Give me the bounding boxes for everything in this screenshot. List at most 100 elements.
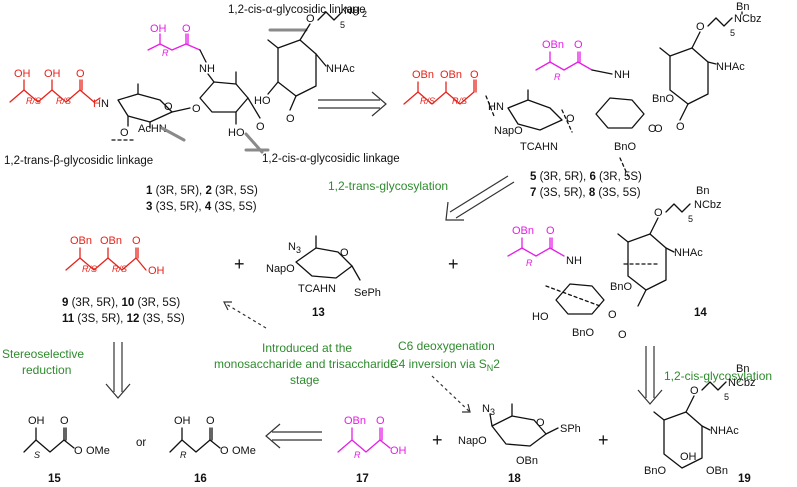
- three-subscript: 3: [490, 407, 495, 417]
- red-chain-bond: [403, 91, 475, 105]
- magenta-chain-bond: [147, 43, 201, 51]
- compound-number-16: 16: [194, 473, 207, 485]
- amide-bond: [199, 49, 207, 63]
- tcahn-label: TCAHN: [520, 141, 558, 153]
- amide-bond: [591, 69, 613, 75]
- ncbz-label: NCbz: [734, 13, 762, 25]
- napo-label: NapO: [266, 263, 295, 275]
- protected-trisaccharide-5-8: OBn OBn O R/S R/S H N NapO TCAHN O OBn O…: [403, 1, 762, 199]
- o-label: O: [470, 69, 479, 81]
- dashed-pointer-head: [223, 301, 232, 311]
- oh-label: OH: [174, 415, 191, 427]
- compound-number-18: 18: [508, 473, 521, 485]
- plus-sign: +: [234, 254, 245, 274]
- red-chain-bond: [9, 89, 95, 103]
- oh-label: OH: [680, 451, 697, 463]
- nhac-bond: [315, 53, 327, 67]
- linker-bond: [317, 11, 343, 21]
- o-label: O: [74, 445, 83, 457]
- o-label: O: [376, 415, 385, 427]
- azide-label: N: [288, 241, 296, 253]
- o-label: O: [574, 39, 583, 51]
- obn-label: OBn: [542, 39, 564, 51]
- seph-label: SePh: [354, 287, 381, 299]
- glyco-bond: [171, 107, 191, 113]
- oh-label: OH: [390, 445, 407, 457]
- s-bond: [545, 427, 559, 435]
- compound-number-15: 15: [48, 473, 61, 485]
- five-label: 5: [730, 28, 735, 38]
- glyco-bond: [247, 97, 261, 119]
- ester-bond: [63, 439, 75, 449]
- stereo-label: R/S: [420, 96, 435, 106]
- obn-label: OBn: [706, 465, 728, 477]
- linker-bond: [707, 17, 733, 27]
- obn-label: OBn: [516, 455, 538, 467]
- sph-label: SPh: [560, 423, 581, 435]
- note-introduced-line1: Introduced at the: [262, 341, 352, 355]
- o-label: O: [696, 21, 705, 33]
- nhac-bond: [701, 425, 711, 431]
- ring-o-bond: [637, 289, 647, 307]
- red-chain-bond: [135, 257, 147, 271]
- o-label: O: [566, 113, 575, 125]
- thioglycoside-donor-18: N 3 O SPh NapO OBn 18: [458, 403, 581, 485]
- three-subscript: 3: [296, 245, 301, 255]
- o-label: O: [286, 113, 295, 125]
- h-label: H: [574, 255, 582, 267]
- dashed-pointer-head: [462, 403, 471, 413]
- n-bond: [207, 73, 215, 83]
- obn-label: OBn: [100, 235, 122, 247]
- plus-sign: +: [598, 430, 609, 450]
- o-bond: [685, 395, 695, 413]
- methyl-bond: [653, 411, 665, 421]
- stereo-label: R: [554, 72, 561, 82]
- nhac-label: NHAc: [674, 247, 703, 259]
- obn-label: OBn: [344, 415, 366, 427]
- ome-label: OMe: [86, 445, 110, 457]
- note-introduced-line3: stage: [290, 373, 320, 387]
- bno-label: BnO: [644, 465, 666, 477]
- ho-label: HO: [228, 127, 245, 139]
- bn-label: Bn: [736, 1, 749, 13]
- n-label: N: [496, 101, 504, 113]
- five-label: 5: [724, 392, 729, 402]
- stereo-label: R: [354, 450, 361, 460]
- obn-label: OBn: [440, 69, 462, 81]
- ring-o-bond: [679, 103, 689, 121]
- n-label: N: [101, 98, 109, 110]
- compound-list-5-6: 5 (3R, 5R), 6 (3R, 5S): [530, 171, 642, 183]
- compound-list-3-4: 3 (3S, 5R), 4 (3S, 5S): [146, 201, 257, 213]
- ring-o-bond: [289, 95, 297, 111]
- sugar-ring-middle: [199, 81, 249, 113]
- five-label: 5: [340, 20, 345, 30]
- stereo-label: R/S: [82, 264, 97, 274]
- plus-sign: +: [448, 254, 459, 274]
- linkage-label-top: 1,2-cis-α-glycosidic linkage: [228, 4, 366, 16]
- o-bond: [299, 23, 311, 41]
- linkage-label-bottom-left: 1,2-trans-β-glycosidic linkage: [4, 155, 153, 167]
- oh-label: OH: [148, 265, 165, 277]
- ncbz-label: NCbz: [728, 377, 756, 389]
- obn-label: OBn: [412, 69, 434, 81]
- bno-label: BnO: [614, 141, 636, 153]
- o-label: O: [654, 207, 663, 219]
- sugar-ring-right: [669, 47, 709, 105]
- disconnection-line: [485, 95, 495, 117]
- ring-o-label: O: [164, 101, 173, 113]
- compound-list-7-8: 7 (3S, 5R), 8 (3S, 5S): [530, 187, 641, 199]
- disconnection-line: [619, 157, 629, 177]
- o-bond: [691, 31, 701, 49]
- nhac-label: NHAc: [716, 61, 745, 73]
- oh-label: OH: [14, 68, 31, 80]
- obn-label: OBn: [70, 235, 92, 247]
- red-chain-bond: [65, 257, 137, 271]
- bn-label: Bn: [696, 185, 709, 197]
- o-label: O: [76, 68, 85, 80]
- methyl-bond: [659, 47, 671, 57]
- o-label: O: [654, 123, 663, 135]
- nhac-label: NHAc: [326, 63, 355, 75]
- hn-label: H: [93, 98, 101, 110]
- stereo-label: R: [526, 258, 533, 268]
